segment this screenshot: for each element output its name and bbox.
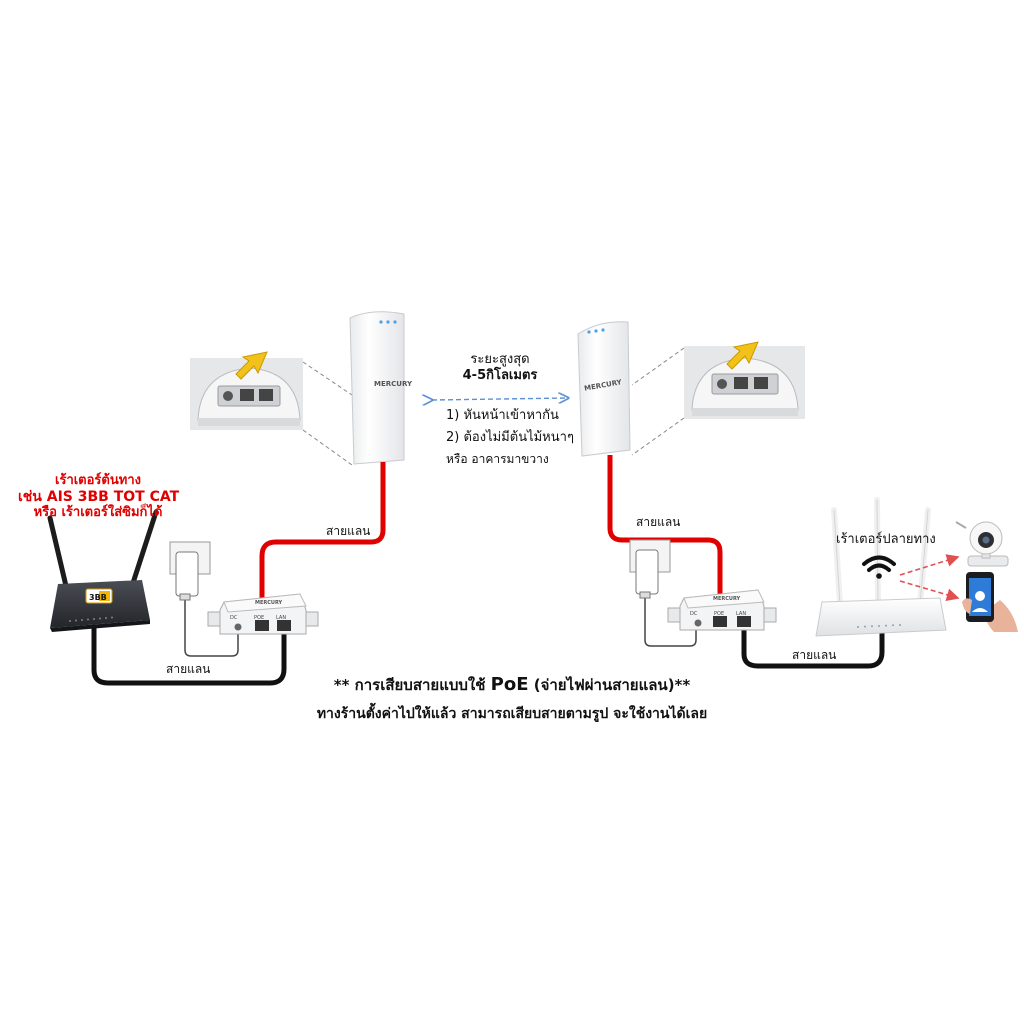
installation-tips: 1) หันหน้าเข้าหากัน 2) ต้องไม่มีต้นไม้หน…: [446, 405, 574, 470]
poe-note-prefix: ** การเสียบสายแบบใช้: [333, 676, 491, 694]
distance-arrow-icon: [432, 398, 568, 400]
callout-arrow-icon: [726, 341, 759, 370]
port-label: POE: [254, 615, 264, 621]
smartphone-icon: [962, 572, 1018, 632]
left-port-zoom: [190, 351, 353, 466]
left-outdoor-cpe: MERCURY: [349, 311, 413, 465]
power-adapter-icon: [629, 539, 671, 599]
poe-note: ** การเสียบสายแบบใช้ PoE (จ่ายไฟผ่านสายแ…: [0, 673, 1024, 697]
port-label: DC: [690, 611, 698, 617]
injector-brand: MERCURY: [255, 600, 283, 606]
right-outdoor-cpe: MERCURY: [577, 321, 631, 457]
poe-note-poe: PoE: [490, 674, 529, 695]
port-label: LAN: [276, 615, 286, 621]
port-label: POE: [714, 611, 724, 617]
main-router-title: เร้าเตอร์ต้นทาง: [55, 473, 141, 488]
cable-label-left-lan: สายแลน: [166, 662, 211, 676]
right-port-zoom: [631, 341, 805, 456]
right-lan-cable: [741, 620, 885, 669]
main-router-label: เร้าเตอร์ต้นทาง เช่น AIS 3BB TOT CAT หรื…: [18, 473, 180, 521]
left-poe-cable: [259, 462, 386, 622]
cable-label-right-poe: สายแลน: [636, 515, 681, 529]
tip-no-thick-trees: 2) ต้องไม่มีต้นไม้หนาๆ: [446, 430, 574, 446]
left-lan-cable: [91, 624, 287, 686]
setup-note: ทางร้านตั้งค่าไปให้แล้ว สามารถเสียบสายตา…: [316, 706, 708, 722]
cable-label-right-lan: สายแลน: [792, 648, 837, 662]
cable-label-left-poe: สายแลน: [326, 524, 371, 538]
port-label: DC: [230, 615, 238, 621]
power-adapter-icon: [169, 541, 211, 601]
wifi-arrow-icon: [899, 580, 960, 601]
main-router-sim-note: หรือ เร้าเตอร์ใส่ซิมก็ได้: [33, 505, 163, 521]
cpe-brand: MERCURY: [374, 380, 413, 388]
isp-badge: 3BB: [85, 588, 113, 604]
injector-brand: MERCURY: [713, 596, 741, 602]
callout-arrow-icon: [235, 351, 268, 380]
wifi-icon: [862, 555, 896, 579]
main-router: 3BB: [47, 509, 159, 632]
right-poe-cable: [607, 455, 723, 620]
max-distance-value: 4-5กิโลเมตร: [462, 368, 538, 384]
poe-note-suffix: (จ่ายไฟผ่านสายแลน)**: [528, 676, 691, 694]
wifi-arrow-icon: [899, 554, 960, 576]
remote-router: [815, 497, 947, 637]
max-distance-title: ระยะสูงสุด: [470, 352, 530, 367]
main-router-examples: เช่น AIS 3BB TOT CAT: [18, 488, 180, 505]
tip-no-buildings: หรือ อาคารมาขวาง: [446, 452, 549, 467]
isp-badge-text: 3BB: [89, 593, 107, 602]
tip-face-each-other: 1) หันหน้าเข้าหากัน: [446, 408, 559, 423]
security-camera-icon: [955, 521, 1009, 567]
left-poe-injector: MERCURY DC POE LAN: [207, 593, 319, 635]
right-poe-injector: MERCURY DC POE LAN: [667, 589, 777, 631]
remote-router-label: เร้าเตอร์ปลายทาง: [836, 532, 936, 547]
port-label: LAN: [736, 611, 746, 617]
max-distance-label: ระยะสูงสุด 4-5กิโลเมตร: [430, 352, 570, 385]
